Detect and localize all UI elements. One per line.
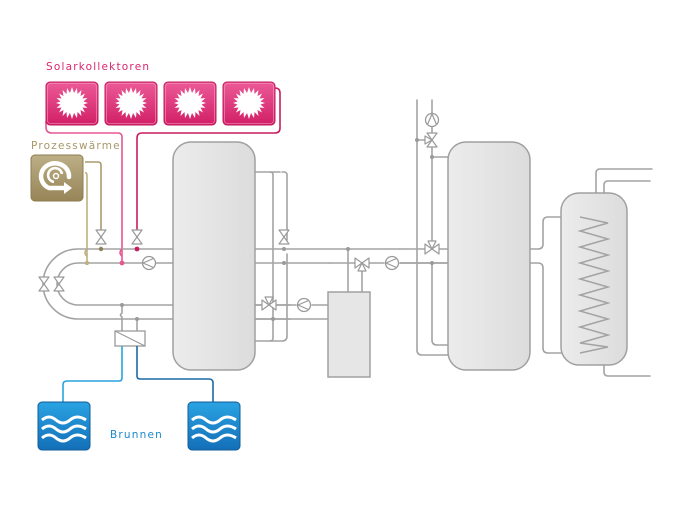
solar-collectors-label: Solarkollektoren xyxy=(46,61,150,73)
solar-pipes xyxy=(45,87,281,262)
buffer-tank-1[interactable] xyxy=(172,141,256,371)
valve-loop-inner[interactable] xyxy=(53,276,65,292)
junction-dots xyxy=(84,138,434,321)
solar-collector-array xyxy=(45,81,276,126)
pump-icon[interactable] xyxy=(141,255,157,271)
wells-label: Brunnen xyxy=(110,429,163,441)
pumps xyxy=(141,112,440,313)
pump-icon[interactable] xyxy=(424,112,440,128)
well-1[interactable] xyxy=(37,401,91,451)
solar-collector-1[interactable] xyxy=(45,81,99,126)
well-pipes xyxy=(62,346,214,402)
well-2[interactable] xyxy=(187,401,241,451)
water-waves-icon xyxy=(41,415,87,443)
three-way-valve-tank1[interactable] xyxy=(261,296,277,311)
spiral-heat-icon xyxy=(38,161,72,194)
water-waves-icon xyxy=(191,415,237,443)
heat-exchanger[interactable] xyxy=(114,330,146,347)
three-way-valve-tank2[interactable] xyxy=(424,240,440,255)
three-way-valve-boiler[interactable] xyxy=(354,257,370,272)
pump-icon[interactable] xyxy=(296,297,312,313)
valves xyxy=(38,132,440,311)
buffer-tank-2[interactable] xyxy=(447,141,531,371)
valve-process-heat[interactable] xyxy=(95,229,107,245)
pump-icon[interactable] xyxy=(384,255,400,271)
process-heat-pipes xyxy=(84,161,102,262)
solar-collector-3[interactable] xyxy=(163,81,217,126)
process-heat-label: Prozesswärme xyxy=(31,140,121,152)
process-heat-source[interactable] xyxy=(30,154,84,202)
solar-collector-2[interactable] xyxy=(104,81,158,126)
valve-loop-outer[interactable] xyxy=(38,276,50,292)
solar-collector-4[interactable] xyxy=(222,81,276,126)
three-way-valve-top[interactable] xyxy=(424,132,438,148)
auxiliary-heater[interactable] xyxy=(327,291,371,378)
valve-solar[interactable] xyxy=(131,229,143,245)
pipe-crossings xyxy=(84,248,123,257)
hot-water-tank[interactable] xyxy=(560,192,628,366)
heating-coil xyxy=(577,216,611,354)
